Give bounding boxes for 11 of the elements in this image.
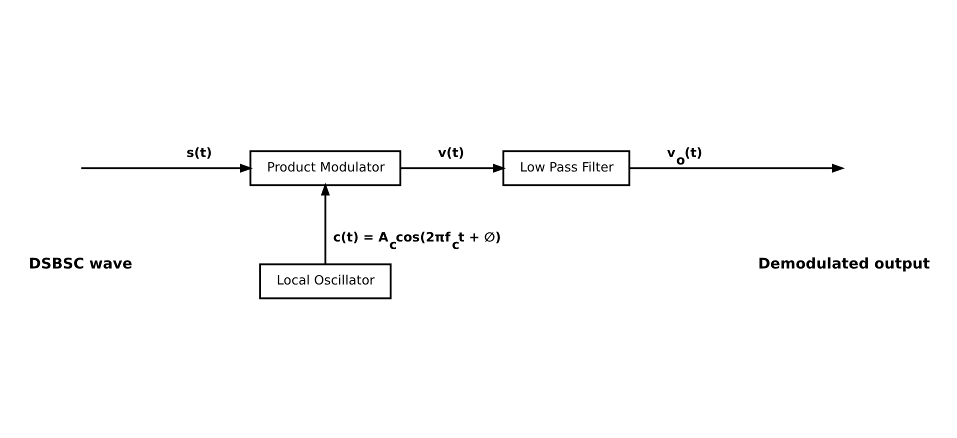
edge-label: s(t) [186, 146, 212, 161]
arrow [320, 182, 330, 264]
node-box: Low Pass Filter [502, 150, 630, 186]
label: Demodulated output [758, 255, 930, 272]
node-box: Product Modulator [250, 150, 402, 186]
arrow [81, 164, 253, 173]
label: DSBSC wave [28, 255, 132, 272]
arrow [630, 164, 845, 173]
node-box: Local Oscillator [259, 263, 392, 300]
edge-label: v(t) [438, 146, 464, 161]
arrow [400, 164, 506, 173]
